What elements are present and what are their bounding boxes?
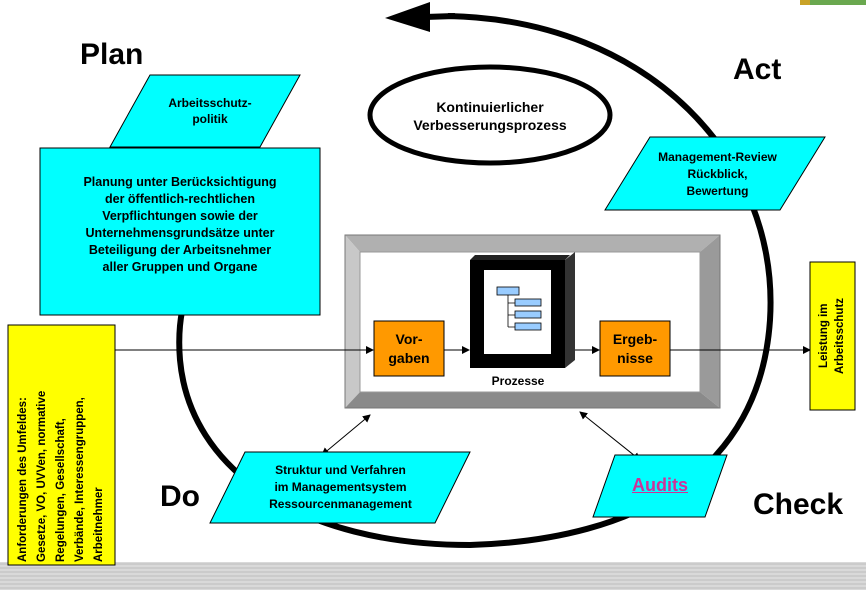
inputs-label: Vor- gaben [388, 331, 430, 366]
phase-check: Check [753, 488, 844, 521]
requirements-box [7, 324, 116, 566]
review-label: Management-Review Rückblick, Bewertung [658, 149, 777, 198]
policy-label: Arbeitsschutz- politik [168, 96, 252, 126]
inputs-box [373, 320, 445, 377]
planning-label: Planung unter Berücksichtigung der öffen… [83, 175, 277, 274]
process-label: Prozesse [491, 374, 545, 388]
cycle-arrowhead [385, 2, 430, 32]
review-parallelogram [604, 136, 826, 211]
cycle-label: Kontinuierlicher Verbesserungsprozess [413, 99, 567, 133]
phase-plan: Plan [80, 38, 144, 71]
planning-box [39, 147, 321, 316]
requirements-label: Anforderungen des Umfeldes: Gesetze, VO,… [17, 390, 105, 562]
corner-decoration [800, 0, 866, 5]
audits-link[interactable]: Audits [632, 474, 688, 495]
pdca-cycle-arc [176, 13, 774, 549]
phase-do: Do [160, 480, 200, 513]
improvement-ellipse [367, 64, 613, 166]
structure-parallelogram [209, 451, 471, 524]
results-box [599, 320, 671, 377]
process-document-icon [496, 286, 542, 331]
results-label: Ergeb- nisse [612, 331, 658, 366]
audits-label-wrap: Audits [605, 470, 715, 500]
audits-parallelogram [592, 454, 728, 518]
performance-label: Leistung im Arbeitsschutz [818, 297, 846, 375]
performance-box [809, 261, 856, 411]
policy-parallelogram [109, 74, 301, 148]
phase-act: Act [733, 53, 782, 86]
structure-label: Struktur und Verfahren im Managementsyst… [269, 462, 412, 511]
